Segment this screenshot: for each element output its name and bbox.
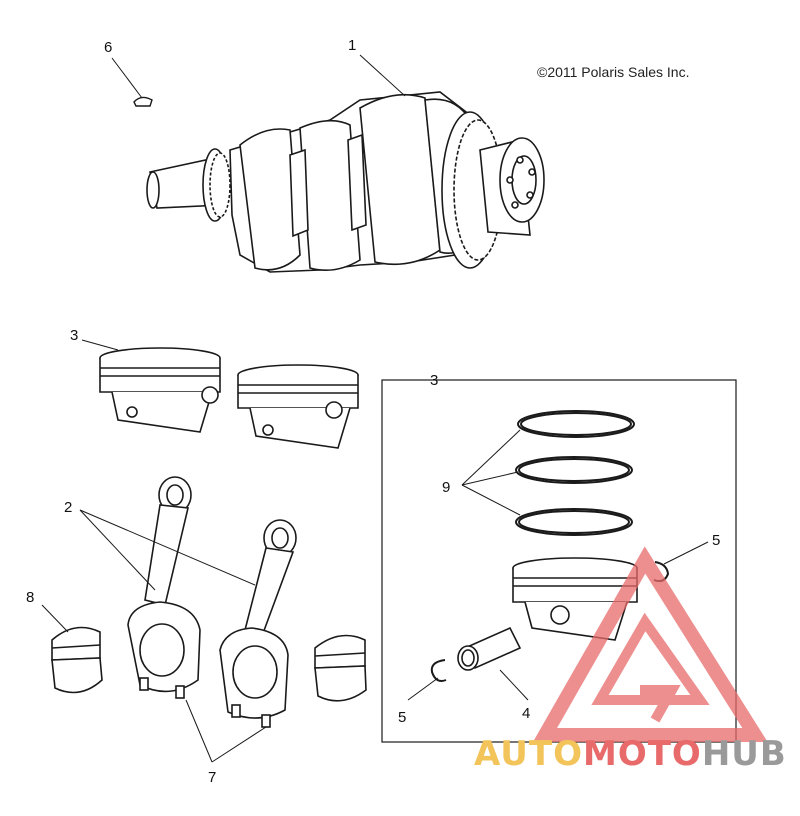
watermark-logo <box>532 546 768 742</box>
callout-6: 6 <box>104 39 112 56</box>
piston-rings <box>515 410 635 536</box>
watermark-part-hub: HUB <box>702 734 787 774</box>
piston-left <box>99 347 221 433</box>
piston-in-kit <box>512 557 638 641</box>
bearing-shell-right <box>314 634 367 702</box>
callout-2: 2 <box>64 499 72 516</box>
bearing-shell-left <box>51 626 103 694</box>
copyright-text: ©2011 Polaris Sales Inc. <box>537 64 689 80</box>
callout-3-kit: 3 <box>430 372 438 389</box>
callout-5-right: 5 <box>712 532 720 549</box>
circlip-left <box>430 659 447 682</box>
callout-7: 7 <box>208 769 216 786</box>
piston-pin <box>457 626 522 671</box>
callout-4: 4 <box>522 705 530 722</box>
callout-9: 9 <box>442 479 450 496</box>
callout-8: 8 <box>26 589 34 606</box>
woodruff-key <box>133 96 153 107</box>
connecting-rod-left <box>127 476 201 699</box>
callout-3-left: 3 <box>70 327 78 344</box>
watermark-part-auto: AUTO <box>474 734 583 774</box>
connecting-rod-right <box>219 519 297 728</box>
watermark-part-moto: MOTO <box>583 734 702 774</box>
piston-center <box>237 364 359 449</box>
watermark-text: AUTOMOTOHUB <box>474 734 787 774</box>
leader-lines <box>41 54 709 763</box>
crankshaft <box>146 91 545 273</box>
callout-1: 1 <box>348 37 356 54</box>
callout-5-left: 5 <box>398 709 406 726</box>
